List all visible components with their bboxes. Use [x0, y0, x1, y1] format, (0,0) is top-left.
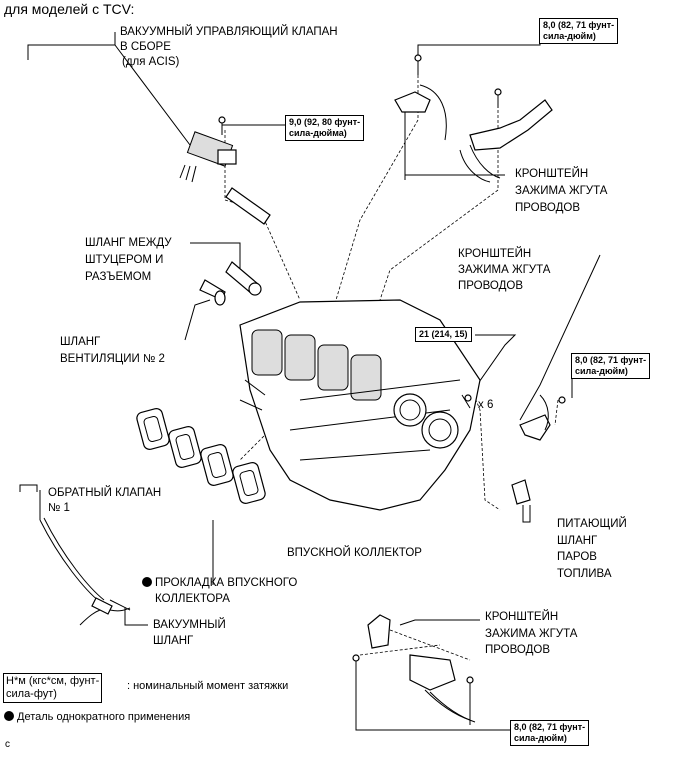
torque-box-vsv-line2: сила-дюйма) — [289, 128, 347, 138]
intake-manifold-part — [239, 299, 481, 511]
figure-code: c — [5, 739, 10, 750]
torque-box-right: 8,0 (82, 71 фунт- сила-дюйм) — [571, 353, 651, 379]
vsv-valve-part — [179, 116, 271, 225]
label-bolt-count: x 6 — [478, 399, 494, 411]
label-fuel-vapor-line2: ШЛАНГ — [557, 535, 598, 547]
vacuum-hose-part — [39, 517, 131, 626]
legend-unit-box-line2: сила-фут) — [6, 688, 57, 700]
label-bracket1-line1: КРОНШТЕЙН — [515, 168, 589, 180]
intake-gasket-part — [136, 408, 266, 504]
torque-box-bottom: 8,0 (82, 71 фунт- сила-дюйм) — [510, 720, 590, 746]
manifold-bolt-part — [461, 394, 472, 409]
label-union-hose-line1: ШЛАНГ МЕЖДУ — [85, 237, 172, 249]
legend-non-reusable-text: Деталь однократного применения — [17, 711, 191, 723]
label-bracket1-line2: ЗАЖИМА ЖГУТА — [515, 185, 608, 197]
torque-box-bottom-line1: 8,0 (82, 71 фунт- — [514, 722, 586, 732]
page-title: для моделей с TCV: — [4, 1, 135, 17]
legend-unit-box-line1: Н*м (кгс*см, фунт- — [6, 675, 100, 687]
label-bracket2-line1: КРОНШТЕЙН — [458, 248, 532, 260]
torque-box-vsv-line1: 9,0 (92, 80 фунт- — [289, 117, 361, 127]
label-fuel-vapor-line4: ТОПЛИВА — [557, 568, 612, 580]
label-vsv-line1: ВАКУУМНЫЙ УПРАВЛЯЮЩИЙ КЛАПАН — [120, 26, 338, 38]
non-reusable-dot-icon — [142, 577, 152, 587]
label-fuel-vapor-line3: ПАРОВ — [557, 551, 597, 563]
label-check-valve-line1: ОБРАТНЫЙ КЛАПАН — [48, 487, 162, 499]
label-bracket1-line3: ПРОВОДОВ — [515, 202, 581, 214]
torque-box-right-line1: 8,0 (82, 71 фунт- — [575, 355, 647, 365]
label-vent-hose-line1: ШЛАНГ — [60, 336, 101, 348]
torque-box-right-line2: сила-дюйм) — [575, 366, 628, 376]
legend-unit-box: Н*м (кгс*см, фунт- сила-фут) — [3, 673, 103, 703]
torque-box-top-right-line1: 8,0 (82, 71 фунт- — [543, 20, 615, 30]
non-reusable-dot-icon — [4, 711, 14, 721]
label-bracket3-line2: ЗАЖИМА ЖГУТА — [485, 628, 578, 640]
torque-box-manifold-value: 21 (214, 15) — [419, 329, 468, 339]
torque-box-manifold: 21 (214, 15) — [415, 327, 472, 342]
wire-bracket-right-part — [519, 394, 566, 441]
legend-non-reusable: Деталь однократного применения — [4, 710, 190, 724]
label-intake-manifold: ВПУСКНОЙ КОЛЛЕКТОР — [287, 547, 422, 559]
label-bracket2-line3: ПРОВОДОВ — [458, 280, 524, 292]
label-bracket3-line1: КРОНШТЕЙН — [485, 611, 559, 623]
torque-box-top-right-line2: сила-дюйм) — [543, 31, 596, 41]
label-vsv-line3: (для ACIS) — [122, 56, 180, 68]
torque-box-vsv: 9,0 (92, 80 фунт- сила-дюйма) — [285, 115, 365, 141]
label-fuel-vapor-line1: ПИТАЮЩИЙ — [557, 518, 627, 530]
label-vent-hose-line2: ВЕНТИЛЯЦИИ № 2 — [60, 353, 165, 365]
legend-unit-text: : номинальный момент затяжки — [127, 680, 289, 692]
label-union-hose-line3: РАЗЪЕМОМ — [85, 271, 152, 283]
label-vacuum-hose-line2: ШЛАНГ — [153, 635, 194, 647]
torque-box-top-right: 8,0 (82, 71 фунт- сила-дюйм) — [539, 18, 619, 44]
wire-bracket-bottom-part — [352, 614, 476, 723]
wire-bracket-top-part — [394, 54, 553, 183]
label-check-valve-line2: № 1 — [48, 502, 70, 514]
union-hose-part — [225, 261, 262, 296]
label-union-hose-line2: ШТУЦЕРОМ И — [85, 254, 164, 266]
label-bracket3-line3: ПРОВОДОВ — [485, 644, 551, 656]
label-vsv-line2: В СБОРЕ — [120, 41, 171, 53]
label-gasket-line1: ПРОКЛАДКА ВПУСКНОГО — [142, 576, 297, 590]
label-gasket-line2: КОЛЛЕКТОРА — [155, 593, 230, 605]
label-gasket-line1-text: ПРОКЛАДКА ВПУСКНОГО — [155, 577, 298, 589]
ventilation-hose-part — [199, 279, 226, 306]
label-vacuum-hose-line1: ВАКУУМНЫЙ — [153, 619, 226, 631]
torque-box-bottom-line2: сила-дюйм) — [514, 733, 567, 743]
fuel-vapor-hose-part — [511, 479, 531, 505]
label-bracket2-line2: ЗАЖИМА ЖГУТА — [458, 264, 551, 276]
